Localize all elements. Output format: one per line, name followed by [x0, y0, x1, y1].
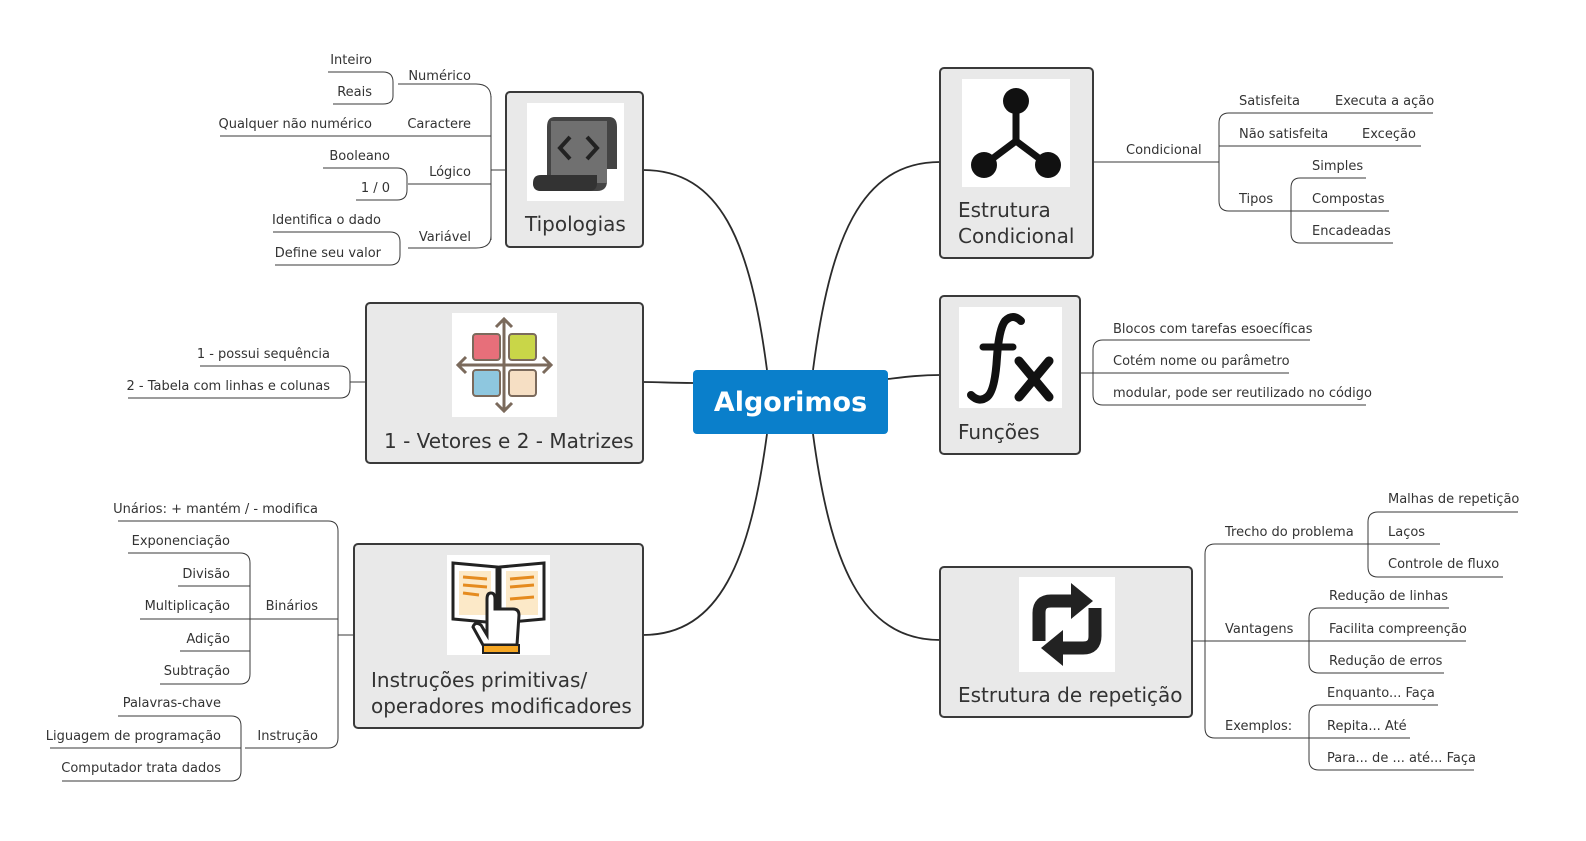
topic-tipologias[interactable]: Tipologias — [505, 91, 644, 248]
central-topic[interactable]: Algorimos — [693, 370, 888, 434]
function-fx-icon — [959, 307, 1062, 408]
leaf-nao-satisfeita: Não satisfeita — [1239, 127, 1328, 142]
leaf-executa: Executa a ação — [1335, 94, 1434, 109]
leaf-cotem: Cotém nome ou parâmetro — [1113, 354, 1290, 369]
leaf-excecao: Exceção — [1362, 127, 1416, 142]
leaf-variavel: Variável — [419, 230, 471, 245]
leaf-logico: Lógico — [429, 165, 471, 180]
leaf-unarios: Unários: + mantém / - modifica — [113, 502, 318, 517]
matrix-arrows-icon — [452, 313, 557, 417]
leaf-blocos: Blocos com tarefas esoecíficas — [1113, 322, 1313, 337]
topic-label-line-1: Instruções primitivas/ — [371, 668, 588, 692]
leaf-enquanto: Enquanto... Faça — [1327, 686, 1435, 701]
topic-label-line-2: Condicional — [958, 224, 1075, 248]
topic-condicional[interactable]: Estrutura Condicional — [939, 67, 1094, 259]
leaf-compostas: Compostas — [1312, 192, 1385, 207]
branch-nodes-icon — [962, 79, 1070, 187]
leaf-sequencia: 1 - possui sequência — [197, 347, 330, 362]
vetores-branch: 1 - possui sequência 2 - Tabela com linh… — [127, 347, 365, 399]
tipologias-branch: Numérico Inteiro Reais Caractere Qualque… — [218, 53, 505, 266]
leaf-adicao: Adição — [186, 632, 230, 647]
leaf-reducao-linhas: Redução de linhas — [1329, 589, 1448, 604]
leaf-numerico: Numérico — [408, 69, 471, 84]
leaf-para: Para... de ... até... Faça — [1327, 751, 1476, 766]
leaf-exponenciacao: Exponenciação — [132, 534, 230, 549]
topic-label: Estrutura de repetição — [958, 683, 1183, 707]
topic-label-line-2: operadores modificadores — [371, 694, 632, 718]
leaf-controle: Controle de fluxo — [1388, 557, 1499, 572]
leaf-tabela: 2 - Tabela com linhas e colunas — [127, 379, 331, 394]
leaf-satisfeita: Satisfeita — [1239, 94, 1300, 109]
topic-vetores[interactable]: 1 - Vetores e 2 - Matrizes — [365, 302, 644, 464]
leaf-palavras: Palavras-chave — [123, 696, 221, 711]
leaf-identifica: Identifica o dado — [272, 213, 381, 228]
leaf-repita: Repita... Até — [1327, 719, 1407, 734]
leaf-lacos: Laços — [1388, 525, 1425, 540]
book-hand-icon — [447, 555, 550, 655]
leaf-reducao-erros: Redução de erros — [1329, 654, 1443, 669]
leaf-exemplos: Exemplos: — [1225, 719, 1292, 734]
leaf-subtracao: Subtração — [164, 664, 230, 679]
script-code-icon — [527, 103, 624, 201]
topic-instrucoes[interactable]: Instruções primitivas/ operadores modifi… — [353, 543, 644, 729]
leaf-vantagens: Vantagens — [1225, 622, 1294, 637]
topic-label: 1 - Vetores e 2 - Matrizes — [384, 429, 634, 453]
topic-funcoes[interactable]: Funções — [939, 295, 1081, 455]
main-connectors — [642, 161, 941, 641]
topic-repeticao[interactable]: Estrutura de repetição — [939, 566, 1193, 718]
leaf-computador: Computador trata dados — [61, 761, 221, 776]
leaf-tipos: Tipos — [1238, 192, 1273, 207]
leaf-malhas: Malhas de repetição — [1388, 492, 1519, 507]
topic-label: Tipologias — [525, 212, 626, 236]
leaf-binarios: Binários — [266, 599, 319, 614]
funcoes-branch: Blocos com tarefas esoecíficas Cotém nom… — [1080, 322, 1372, 406]
leaf-um-zero: 1 / 0 — [361, 181, 390, 196]
leaf-linguagem: Liguagem de programação — [46, 729, 221, 744]
loop-arrows-icon — [1019, 577, 1115, 672]
leaf-modular: modular, pode ser reutilizado no código — [1113, 386, 1372, 401]
leaf-multiplicacao: Multiplicação — [145, 599, 230, 614]
leaf-define: Define seu valor — [275, 246, 382, 261]
leaf-encadeadas: Encadeadas — [1312, 224, 1391, 239]
leaf-qualquer: Qualquer não numérico — [218, 117, 372, 132]
leaf-booleano: Booleano — [329, 149, 390, 164]
leaf-reais: Reais — [337, 85, 372, 100]
leaf-trecho: Trecho do problema — [1224, 525, 1354, 540]
leaf-caractere: Caractere — [407, 117, 471, 132]
leaf-facilita: Facilita compreenção — [1329, 622, 1467, 637]
leaf-instrucao: Instrução — [257, 729, 318, 744]
topic-label: Funções — [958, 420, 1040, 444]
leaf-condicional: Condicional — [1126, 143, 1202, 158]
condicional-branch: Condicional Satisfeita Executa a ação Nã… — [1093, 94, 1434, 244]
topic-label-line-1: Estrutura — [958, 198, 1051, 222]
repeticao-branch: Trecho do problema Malhas de repetição L… — [1193, 492, 1519, 771]
leaf-simples: Simples — [1312, 159, 1363, 174]
instrucoes-branch: Unários: + mantém / - modifica Binários … — [46, 502, 353, 782]
leaf-inteiro: Inteiro — [330, 53, 372, 68]
leaf-divisao: Divisão — [182, 567, 230, 582]
